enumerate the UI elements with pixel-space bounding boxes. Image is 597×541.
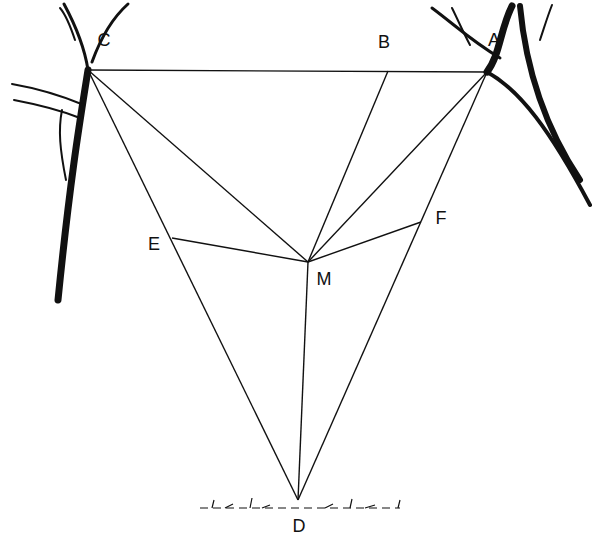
survey-lines	[88, 70, 487, 500]
point-label: F	[436, 208, 447, 228]
point-label: C	[98, 30, 111, 50]
ground-marks	[200, 498, 400, 508]
point-label: B	[378, 32, 390, 52]
left-tree	[12, 4, 128, 300]
point-label: D	[293, 516, 306, 536]
point-label: A	[488, 30, 500, 50]
point-label: M	[317, 269, 332, 289]
point-label: E	[148, 234, 160, 254]
